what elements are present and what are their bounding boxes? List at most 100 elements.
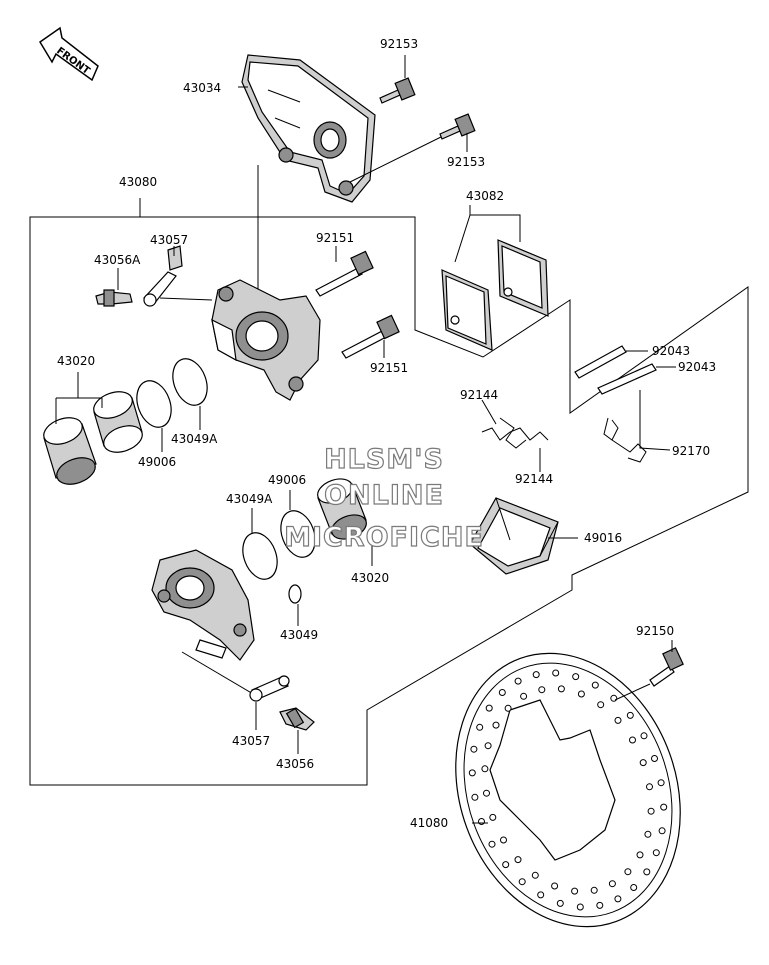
disc-hole — [639, 759, 647, 767]
seal-49006-left — [136, 380, 172, 428]
part-labels: 92153 43034 92153 43080 43082 92151 4305… — [57, 37, 716, 830]
bolt-92151-mid — [341, 314, 400, 359]
disc-hole — [643, 868, 651, 876]
disc-hole — [532, 671, 540, 679]
label-92153-top: 92153 — [380, 37, 418, 51]
disc-hole — [640, 732, 648, 740]
front-arrow-icon: FRONT — [38, 26, 99, 82]
bolt-92153-mid — [439, 113, 476, 140]
label-43080: 43080 — [119, 175, 157, 189]
disc-hole — [576, 903, 584, 911]
label-49006-mid: 49006 — [268, 473, 306, 487]
disc-hole — [652, 849, 660, 857]
disc-hole — [489, 813, 497, 821]
disc-hole — [577, 690, 585, 698]
disc-hole — [626, 711, 634, 719]
disc-hole — [478, 818, 485, 825]
label-92153-mid: 92153 — [447, 155, 485, 169]
disc-hole — [484, 742, 492, 750]
disc-hole — [488, 840, 496, 848]
disc-hole — [597, 701, 605, 709]
label-43082: 43082 — [466, 189, 504, 203]
label-49006-left: 49006 — [138, 455, 176, 469]
label-43049A-top: 43049A — [171, 432, 218, 446]
label-92150: 92150 — [636, 624, 674, 638]
disc-hole — [610, 694, 618, 702]
disc-hole — [514, 677, 522, 685]
disc-hole — [557, 685, 565, 693]
disc-hole — [514, 856, 522, 864]
disc-hole — [614, 895, 622, 903]
disc-hole — [571, 887, 579, 895]
disc-hole — [647, 807, 655, 815]
label-41080: 41080 — [410, 816, 448, 830]
disc-hole — [556, 899, 564, 907]
pin-92043-b — [597, 363, 657, 395]
bolt-92150 — [649, 647, 684, 687]
seal-43049A-mid — [242, 532, 278, 580]
disc-hole — [644, 830, 652, 838]
disc-hole — [651, 755, 658, 762]
disc-hole — [471, 793, 479, 801]
disc-hole — [476, 723, 484, 731]
piston-43020-mid — [317, 478, 367, 540]
label-92043-b: 92043 — [678, 360, 716, 374]
caliper-bracket-43034 — [241, 54, 376, 203]
label-92043-a: 92043 — [652, 344, 690, 358]
caliper-body-lower — [151, 549, 255, 661]
disc-hole — [657, 779, 665, 787]
disc-hole — [483, 789, 490, 797]
disc-hole — [660, 803, 668, 811]
clip-92144 — [481, 417, 549, 449]
watermark-line1: HLSM'S — [324, 444, 444, 475]
pad-spring-49016 — [469, 497, 559, 575]
label-49016: 49016 — [584, 531, 622, 545]
label-92144-bot: 92144 — [515, 472, 553, 486]
disc-hole — [500, 836, 507, 844]
label-92170: 92170 — [672, 444, 710, 458]
disc-hole — [492, 721, 500, 729]
label-43034: 43034 — [183, 81, 221, 95]
watermark: HLSM'S ONLINE MICROFICHE — [283, 443, 483, 553]
disc-hole — [520, 692, 528, 700]
disc-hole — [608, 880, 616, 888]
label-43056: 43056 — [276, 757, 314, 771]
pin-92043-a — [574, 345, 627, 379]
label-92151-top: 92151 — [316, 231, 354, 245]
disc-hole — [538, 686, 546, 694]
disc-hole — [646, 783, 653, 791]
disc-hole — [551, 882, 559, 890]
bolt-92153-top — [379, 77, 416, 104]
disc-hole — [629, 736, 636, 744]
disc-hole — [630, 884, 638, 891]
disc-hole — [572, 673, 580, 681]
brake-pad-43082 — [441, 239, 549, 351]
disc-hole — [537, 891, 545, 899]
disc-hole — [596, 901, 604, 909]
disc-holes — [468, 669, 668, 911]
disc-hole — [531, 871, 539, 879]
watermark-line2: ONLINE — [324, 480, 444, 511]
disc-hole — [502, 861, 510, 869]
seal-49006-mid — [280, 510, 316, 558]
disc-hole — [624, 868, 632, 876]
disc-hole — [470, 745, 478, 753]
bolt-92151-top — [315, 250, 374, 297]
disc-hole — [614, 716, 622, 724]
link-43057-top — [143, 245, 183, 307]
link-43057-bot — [249, 675, 290, 702]
disc-hole — [504, 704, 512, 712]
label-92144-top: 92144 — [460, 388, 498, 402]
disc-hole — [590, 886, 598, 894]
label-43020-mid: 43020 — [351, 571, 389, 585]
bleeder-43056A — [95, 289, 133, 307]
disc-hole — [658, 827, 666, 835]
seal-43049A-top — [172, 358, 208, 406]
disc-hole — [485, 704, 493, 712]
caliper-holder-upper — [211, 279, 321, 401]
disc-hole — [636, 851, 644, 859]
assembly-outline-43080 — [29, 216, 749, 786]
label-43020-left: 43020 — [57, 354, 95, 368]
disc-hole — [481, 765, 489, 773]
